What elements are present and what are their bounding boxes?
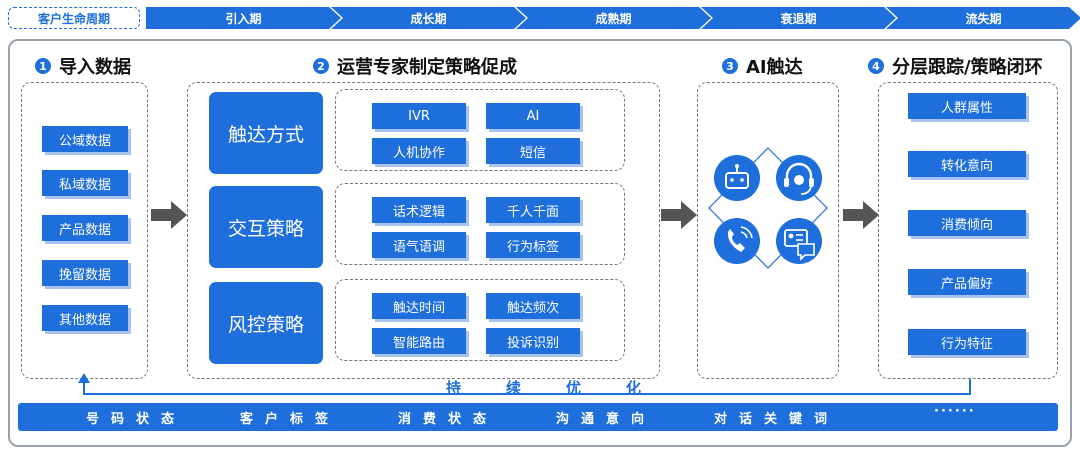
bottom-bar-item: 消费状态 — [398, 411, 499, 427]
strategy-items-box — [335, 279, 625, 361]
tracking-item: 人群属性 — [908, 93, 1026, 119]
strategy-interaction: 交互策略 — [209, 186, 323, 268]
strategy-risk-control: 风控策略 — [209, 282, 323, 364]
step-number-3: 3 — [722, 58, 738, 74]
flow-arrow-icon — [151, 201, 187, 229]
strategy-items-box — [335, 89, 625, 171]
bottom-bar-item: 对话关键词 — [714, 411, 840, 427]
lifecycle-stage: 引入期 — [146, 7, 341, 29]
optimize-char: 优 — [566, 379, 582, 397]
tracking-box — [878, 82, 1058, 379]
optimize-char: 持 — [446, 379, 462, 397]
strategy-items-box — [335, 183, 625, 265]
optimize-char: 化 — [626, 379, 642, 397]
chat-card-icon — [776, 218, 822, 264]
strategy-item: AI — [486, 103, 580, 129]
section-tracking-title: 4 分层跟踪/策略闭环 — [868, 53, 1043, 79]
import-item: 产品数据 — [42, 215, 128, 241]
flow-arrow-icon — [661, 201, 697, 229]
strategy-item: IVR — [372, 103, 466, 129]
lifecycle-stage-label: 流失期 — [965, 11, 1002, 26]
section-title-text: 运营专家制定策略促成 — [337, 57, 517, 78]
ai-reach-diagram — [708, 147, 828, 269]
lifecycle-stage: 流失期 — [886, 7, 1080, 29]
strategy-item: 行为标签 — [486, 232, 580, 258]
optimize-char: 续 — [506, 379, 522, 397]
tracking-item: 转化意向 — [908, 151, 1026, 177]
strategy-item: 投诉识别 — [486, 328, 580, 354]
main-frame — [8, 39, 1072, 447]
strategy-item: 触达频次 — [486, 293, 580, 319]
strategy-item: 智能路由 — [372, 328, 466, 354]
section-strategy-title: 2 运营专家制定策略促成 — [313, 53, 517, 79]
bottom-bar-more: ······ — [934, 403, 976, 419]
import-item: 挽留数据 — [42, 260, 128, 286]
phone-icon — [714, 218, 760, 264]
bottom-bar-item: 客户标签 — [240, 411, 341, 427]
strategy-reach-method: 触达方式 — [209, 92, 323, 174]
step-number-4: 4 — [868, 58, 884, 74]
section-title-text: AI触达 — [746, 57, 803, 78]
lifecycle-stage: 衰退期 — [701, 7, 896, 29]
strategy-item: 语气语调 — [372, 232, 466, 258]
import-item: 公域数据 — [42, 126, 128, 152]
tracking-item: 行为特征 — [908, 329, 1026, 355]
data-dimensions-bar: 号码状态 客户标签 消费状态 沟通意向 对话关键词 ······ — [18, 403, 1058, 431]
strategy-item: 千人千面 — [486, 197, 580, 223]
strategy-box — [187, 82, 660, 379]
strategy-item: 话术逻辑 — [372, 197, 466, 223]
lifecycle-stage: 成长期 — [331, 7, 526, 29]
tracking-item: 产品偏好 — [908, 269, 1026, 295]
section-title-text: 导入数据 — [59, 57, 131, 78]
strategy-item: 人机协作 — [372, 138, 466, 164]
ai-reach-box — [697, 82, 839, 379]
tracking-item: 消费倾向 — [908, 210, 1026, 236]
step-number-2: 2 — [313, 58, 329, 74]
import-item: 私域数据 — [42, 170, 128, 196]
strategy-item: 短信 — [486, 138, 580, 164]
lifecycle-stage-label: 成长期 — [410, 11, 447, 26]
bottom-bar-item: 号码状态 — [86, 411, 187, 427]
lifecycle-stage-label: 衰退期 — [780, 11, 817, 26]
flow-arrow-icon — [843, 201, 879, 229]
strategy-item: 触达时间 — [372, 293, 466, 319]
bottom-bar-item: 沟通意向 — [556, 411, 657, 427]
lifecycle-stage: 成熟期 — [516, 7, 711, 29]
lifecycle-label: 客户生命周期 — [8, 7, 140, 29]
lifecycle-stage-label: 成熟期 — [595, 11, 632, 26]
robot-icon — [714, 155, 760, 201]
import-item: 其他数据 — [42, 305, 128, 331]
lifecycle-stage-label: 引入期 — [225, 11, 262, 26]
step-number-1: 1 — [35, 58, 51, 74]
headset-icon — [776, 155, 822, 201]
section-ai-title: 3 AI触达 — [722, 53, 803, 79]
section-import-title: 1 导入数据 — [35, 53, 131, 79]
section-title-text: 分层跟踪/策略闭环 — [892, 57, 1043, 78]
